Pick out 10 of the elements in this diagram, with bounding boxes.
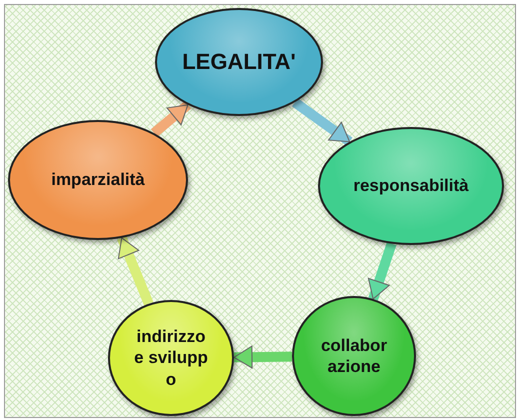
arrow bbox=[150, 100, 192, 137]
node-label: collaborazione bbox=[320, 334, 388, 378]
arrow bbox=[117, 236, 154, 306]
node-label: indirizzo e sviluppo bbox=[134, 326, 208, 390]
node-label: LEGALITA' bbox=[181, 48, 297, 76]
arrow bbox=[368, 242, 396, 301]
node-label: imparzialità bbox=[50, 169, 146, 191]
arrow bbox=[234, 346, 292, 369]
arrow bbox=[292, 98, 352, 146]
node-label: responsabilità bbox=[352, 175, 470, 197]
